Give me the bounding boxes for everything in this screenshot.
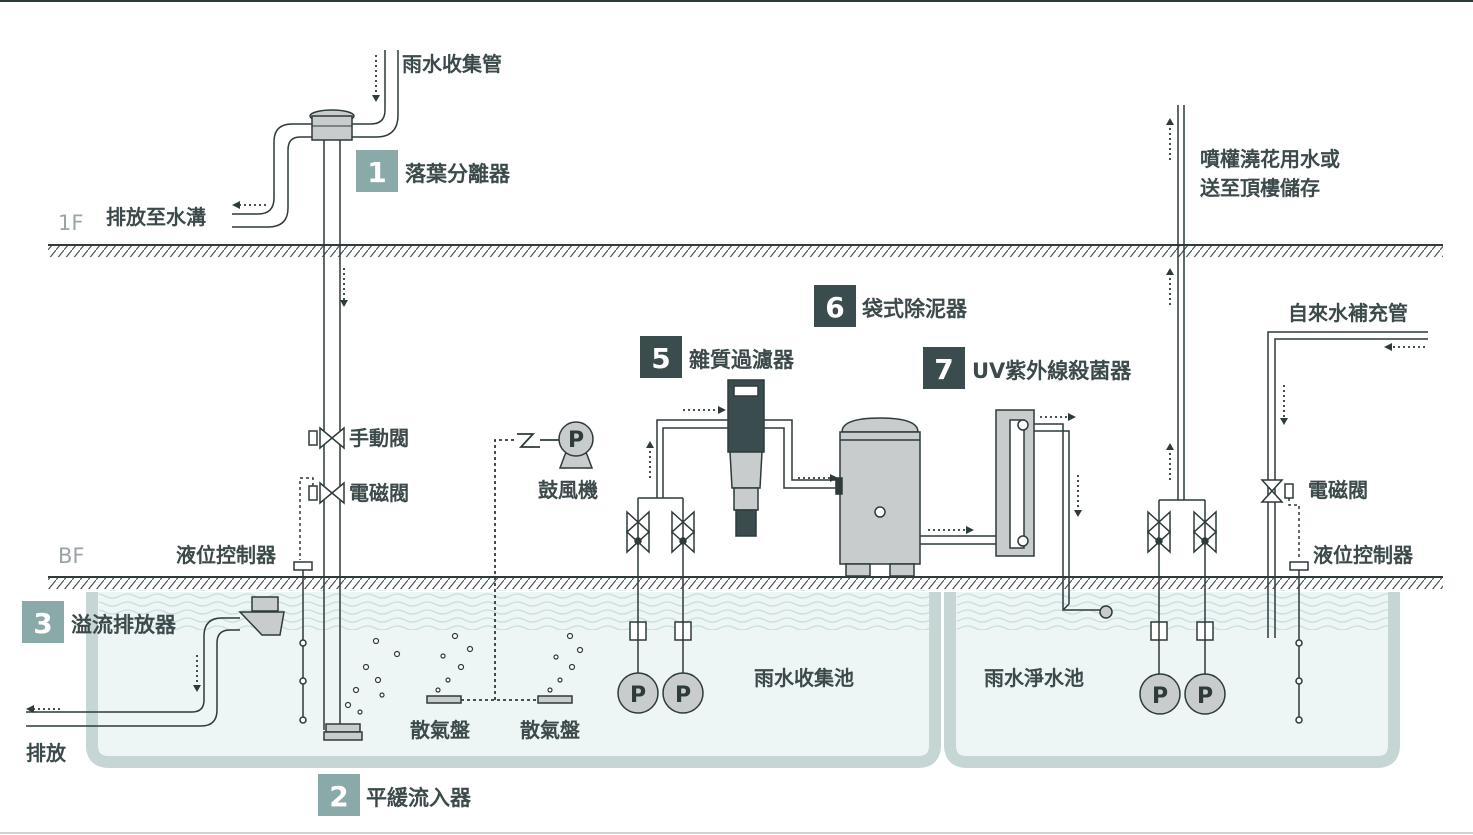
smooth-inflow-device (323, 723, 363, 741)
label-tap-pipe: 自來水補充管 (1288, 301, 1408, 325)
right-pump-1: P (1139, 673, 1181, 715)
right-check-valves (1147, 510, 1217, 554)
badge-2-number: 2 (329, 780, 348, 813)
left-pump-couplings (629, 621, 692, 641)
blower-symbol: P (558, 421, 594, 469)
uv-outlet-pipe (1034, 423, 1100, 611)
badge-1-number: 1 (367, 156, 386, 189)
label-use-line-1: 噴權澆花用水或 (1200, 147, 1340, 171)
pump-p-glyph: P (1152, 684, 1168, 709)
badge-6-number: 6 (825, 291, 844, 324)
badge-2: 2 (318, 774, 360, 816)
label-diffuser-left: 散氣盤 (410, 718, 471, 742)
riser-pipe (1177, 105, 1185, 500)
badge-7-number: 7 (934, 353, 953, 386)
badge-5: 5 (640, 336, 682, 378)
label-manual-valve: 手動閥 (349, 426, 409, 450)
bag-outlet-pipe (920, 535, 996, 545)
label-drain-ditch: 排放至水溝 (106, 205, 206, 229)
diffuser-left (426, 695, 462, 704)
label-smooth-inflow: 平緩流入器 (366, 786, 472, 810)
overflow-pipe (26, 617, 240, 727)
left-pump-1: P (617, 672, 659, 714)
pump-p-glyph: P (675, 683, 691, 708)
label-use-line-2: 送至頂樓儲存 (1200, 176, 1320, 200)
floor-label-1f: 1F (58, 211, 83, 235)
right-pump-2: P (1184, 673, 1226, 715)
label-rain-pipe: 雨水收集管 (402, 52, 502, 76)
overflow-discharger-device (238, 596, 285, 636)
label-uv-sterilizer: UV紫外線殺菌器 (972, 359, 1132, 383)
label-collection-tank: 雨水收集池 (754, 666, 854, 690)
label-diffuser-right: 散氣盤 (520, 718, 581, 742)
uv-sterilizer-device (995, 409, 1035, 557)
ditch-pipe (232, 123, 312, 228)
label-blower: 鼓風機 (538, 478, 598, 502)
air-line (461, 439, 538, 701)
outlet-nozzle (1099, 605, 1113, 619)
level-controller-left (293, 561, 313, 724)
tap-water-pipe (1267, 331, 1428, 638)
badge-1: 1 (356, 150, 398, 192)
floor-label-bf: BF (58, 544, 85, 568)
manual-valve-symbol (308, 426, 345, 450)
arrow-heads (26, 95, 1392, 713)
label-solenoid-valve-right: 電磁閥 (1308, 478, 1368, 502)
level-controller-right (1289, 561, 1309, 724)
right-pump-piping (1158, 499, 1206, 680)
impurity-filter-device (727, 379, 765, 537)
solenoid-valve-right-symbol (1260, 479, 1300, 560)
label-discharge: 排放 (26, 741, 67, 765)
label-leaf-separator: 落葉分離器 (405, 162, 511, 186)
air-line-break (517, 433, 560, 448)
filter-outlet-pipe (764, 419, 840, 489)
label-solenoid-valve: 電磁閥 (349, 481, 409, 505)
left-check-valves (626, 510, 695, 554)
solenoid-valve-symbol (299, 477, 345, 560)
label-overflow-discharger: 溢流排放器 (71, 613, 177, 637)
pump-p-glyph: P (630, 683, 646, 708)
label-level-controller-right: 液位控制器 (1313, 543, 1414, 567)
label-bag-filter: 袋式除泥器 (861, 297, 968, 321)
ground-bf (48, 576, 1443, 589)
left-pump-piping (637, 419, 730, 680)
label-level-controller: 液位控制器 (176, 543, 277, 567)
pump-p-glyph: P (1197, 684, 1213, 709)
rain-inlet-pipe (352, 50, 399, 138)
leaf-separator-device (309, 109, 355, 141)
badge-5-number: 5 (651, 342, 670, 375)
diffuser-right (537, 695, 573, 704)
left-pump-2: P (662, 672, 704, 714)
bag-filter-device (835, 417, 921, 577)
badge-6: 6 (814, 285, 856, 327)
badge-3-number: 3 (33, 607, 52, 640)
clean-tank (944, 590, 1400, 768)
blower-p-glyph: P (568, 428, 584, 453)
air-bubbles (344, 632, 584, 715)
flow-arrows (34, 55, 1425, 710)
ground-1f (48, 244, 1443, 257)
badge-3: 3 (22, 601, 64, 643)
label-clean-tank: 雨水淨水池 (984, 666, 1084, 690)
right-pump-couplings (1150, 621, 1214, 641)
badge-7: 7 (923, 347, 965, 389)
label-impurity-filter: 雜質過濾器 (689, 348, 795, 372)
